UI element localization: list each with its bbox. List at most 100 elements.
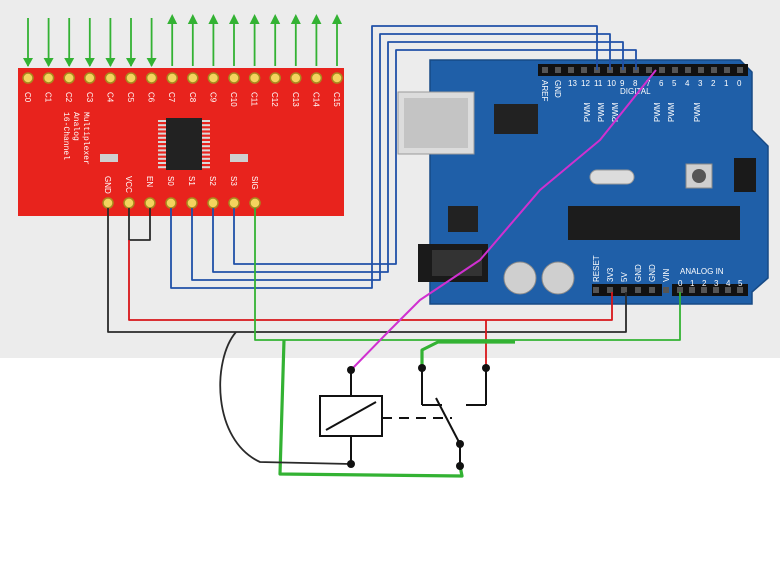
mux-channel-label: C14 bbox=[311, 92, 320, 107]
mux-channel-label: C11 bbox=[250, 92, 259, 107]
arduino-digital-pin-label: AREF bbox=[540, 80, 549, 101]
mux-channel-label: C13 bbox=[291, 92, 300, 107]
mux-channel-label: C3 bbox=[85, 92, 94, 103]
arduino-power-pin-label: GND bbox=[634, 264, 643, 282]
mux-channel-label: C10 bbox=[229, 92, 238, 107]
mux-control-label: S0 bbox=[166, 176, 175, 186]
mux-channel-label: C12 bbox=[270, 92, 279, 107]
mux-channel-label: C7 bbox=[167, 92, 176, 103]
mux-control-label: S3 bbox=[229, 176, 238, 186]
wire-select-s2 bbox=[212, 41, 624, 273]
mux-control-label: S2 bbox=[208, 176, 217, 186]
mux-channel-c3: C3 bbox=[84, 18, 96, 103]
mux-channel-c15: C15 bbox=[331, 14, 343, 107]
wire-green-loop bbox=[278, 339, 464, 478]
arrow-up-icon bbox=[290, 14, 301, 24]
arrow-down-icon bbox=[64, 58, 75, 67]
wire-select-s1 bbox=[191, 33, 611, 281]
mux-pin-s3: S3 bbox=[228, 176, 240, 209]
arduino-digital-pin-label: 1 bbox=[724, 79, 729, 88]
arduino-digital-pin-label: 11 bbox=[594, 79, 603, 88]
arduino-power-pin-label: RESET bbox=[592, 255, 601, 282]
arduino-power-pin-label: 5V bbox=[620, 272, 629, 282]
mux-title-line: Multiplexer bbox=[81, 112, 90, 165]
arrow-down-icon bbox=[146, 58, 157, 67]
arduino-digital-pin-label: 10 bbox=[607, 79, 616, 88]
mux-channel-c14: C14 bbox=[310, 14, 323, 107]
wire-sig-a0 bbox=[254, 208, 681, 341]
mux-control-label: VCC bbox=[124, 176, 133, 193]
arduino-digital-pin-label: 7 bbox=[646, 79, 651, 88]
arduino-digital-pin-label: 13 bbox=[568, 79, 577, 88]
mux-channel-label: C8 bbox=[188, 92, 197, 103]
relay-symbol bbox=[319, 364, 490, 470]
arrow-down-icon bbox=[105, 58, 116, 67]
arrow-down-icon bbox=[43, 58, 54, 67]
mux-channel-label: C0 bbox=[23, 92, 32, 103]
arduino-pwm-label: PWM bbox=[583, 102, 592, 122]
arrow-up-icon bbox=[229, 14, 239, 24]
mux-channel-c10: C10 bbox=[228, 14, 240, 107]
arduino-digital-pin-label: 4 bbox=[685, 79, 690, 88]
arrow-up-icon bbox=[311, 14, 322, 24]
arduino-digital-label: DIGITAL bbox=[620, 87, 651, 96]
arduino-analog-pin-label: 1 bbox=[690, 279, 695, 288]
mux-channel-c12: C12 bbox=[269, 14, 281, 107]
arduino-power-pin-label: VIN bbox=[662, 268, 671, 282]
arduino-digital-pin-label: 8 bbox=[633, 79, 638, 88]
arduino-pwm-label: PWM bbox=[653, 102, 662, 122]
mux-channel-label: C9 bbox=[208, 92, 217, 103]
arduino-pwm-label: PWM bbox=[667, 102, 676, 122]
wire-vcc-5v bbox=[128, 240, 613, 321]
arduino-pwm-label: PWM bbox=[597, 102, 606, 122]
arduino-analog-label: ANALOG IN bbox=[680, 267, 724, 276]
mux-title-line: Analog bbox=[71, 112, 80, 141]
mux-pin-vcc: VCC bbox=[123, 176, 135, 209]
arrow-down-icon bbox=[23, 58, 33, 67]
mux-channel-c5: C5 bbox=[125, 18, 137, 103]
arrow-up-icon bbox=[270, 14, 281, 24]
mux-channel-c1: C1 bbox=[42, 18, 55, 103]
arduino-pwm-label: PWM bbox=[693, 102, 702, 122]
mux-channel-c6: C6 bbox=[145, 18, 158, 103]
arduino-analog-pin-label: 3 bbox=[714, 279, 719, 288]
mux-control-label: S1 bbox=[187, 176, 196, 186]
arduino-digital-pin-label: 12 bbox=[581, 79, 590, 88]
arrow-up-icon bbox=[249, 14, 260, 24]
arduino-digital-pin-label: 0 bbox=[737, 79, 742, 88]
wire-relay-ground bbox=[219, 331, 352, 465]
mux-channel-label: C5 bbox=[126, 92, 135, 103]
mux-channel-c2: C2 bbox=[63, 18, 75, 103]
arduino-digital-pin-label: 3 bbox=[698, 79, 703, 88]
mux-control-label: GND bbox=[103, 176, 112, 194]
mux-channel-label: C4 bbox=[105, 92, 114, 103]
mux-control-label: SIG bbox=[250, 176, 259, 190]
mux-channel-c7: C7 bbox=[166, 14, 178, 103]
wires bbox=[107, 25, 681, 478]
arduino-digital-pin-label: 2 bbox=[711, 79, 716, 88]
arduino-digital-pin-label: 5 bbox=[672, 79, 677, 88]
arrow-up-icon bbox=[187, 14, 198, 24]
mux-channel-label: C15 bbox=[332, 92, 341, 107]
arduino-analog-pin-label: 4 bbox=[726, 279, 731, 288]
mux-channel-c13: C13 bbox=[290, 14, 302, 107]
mux-channel-c4: C4 bbox=[104, 18, 117, 103]
arduino-power-pin-label: GND bbox=[648, 264, 657, 282]
mux-title-line: 16-Channel bbox=[61, 112, 70, 160]
arduino-digital-pin-label: 6 bbox=[659, 79, 664, 88]
arduino-digital-pin-label: GND bbox=[553, 80, 562, 98]
mux-channel-c0: C0 bbox=[22, 18, 34, 103]
mux-channel-c8: C8 bbox=[187, 14, 199, 103]
mux-pin-gnd: GND bbox=[102, 176, 114, 209]
arrow-up-icon bbox=[208, 14, 219, 24]
arduino-analog-pin-label: 0 bbox=[678, 279, 683, 288]
arrow-down-icon bbox=[126, 58, 136, 67]
wire-gnd bbox=[107, 208, 627, 333]
arduino-analog-pin-label: 5 bbox=[738, 279, 743, 288]
arduino-analog-pin-label: 2 bbox=[702, 279, 707, 288]
arduino-power-pin-label: 3V3 bbox=[606, 267, 615, 282]
wire-green-switch bbox=[420, 340, 515, 368]
